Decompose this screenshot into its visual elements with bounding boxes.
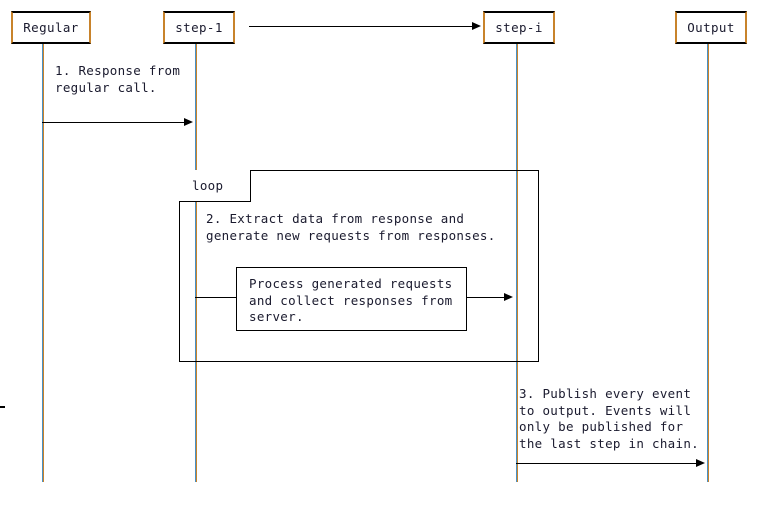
- arrow-head-2: [504, 292, 513, 301]
- participant-output[interactable]: Output: [675, 11, 747, 44]
- participant-label-step-1: step-1: [175, 20, 223, 35]
- participant-label-output: Output: [687, 20, 735, 35]
- fragment-operator-label: loop: [192, 178, 224, 193]
- lifeline-step-i: [516, 43, 518, 482]
- lifeline-step-1: [195, 43, 197, 482]
- edge-artifact: [0, 394, 5, 408]
- lifeline-regular: [42, 43, 44, 482]
- fragment-loop-frame: [179, 170, 539, 362]
- fragment-loop-body-text: 2. Extract data from response and genera…: [206, 211, 496, 243]
- message-line-2-left: [195, 297, 237, 298]
- fragment-loop-label-tab: loop: [179, 170, 251, 202]
- message-label-3: 3. Publish every event to output. Events…: [519, 386, 699, 451]
- participant-label-step-i: step-i: [495, 20, 543, 35]
- participant-step-1[interactable]: step-1: [163, 11, 235, 44]
- participant-step-i[interactable]: step-i: [483, 11, 555, 44]
- participant-regular[interactable]: Regular: [11, 11, 91, 44]
- note-process-requests: Process generated requests and collect r…: [236, 267, 467, 331]
- arrow-head-chain: [472, 21, 481, 30]
- lifeline-output: [707, 43, 709, 482]
- message-line-chain: [249, 26, 474, 27]
- message-line-2-right: [466, 297, 506, 298]
- message-line-1: [42, 122, 186, 123]
- arrow-head-3: [696, 458, 705, 467]
- participant-label-regular: Regular: [23, 20, 79, 35]
- arrow-head-1: [184, 117, 193, 126]
- message-label-1: 1. Response from regular call.: [55, 63, 181, 95]
- note-text: Process generated requests and collect r…: [249, 276, 453, 324]
- message-line-3: [516, 463, 698, 464]
